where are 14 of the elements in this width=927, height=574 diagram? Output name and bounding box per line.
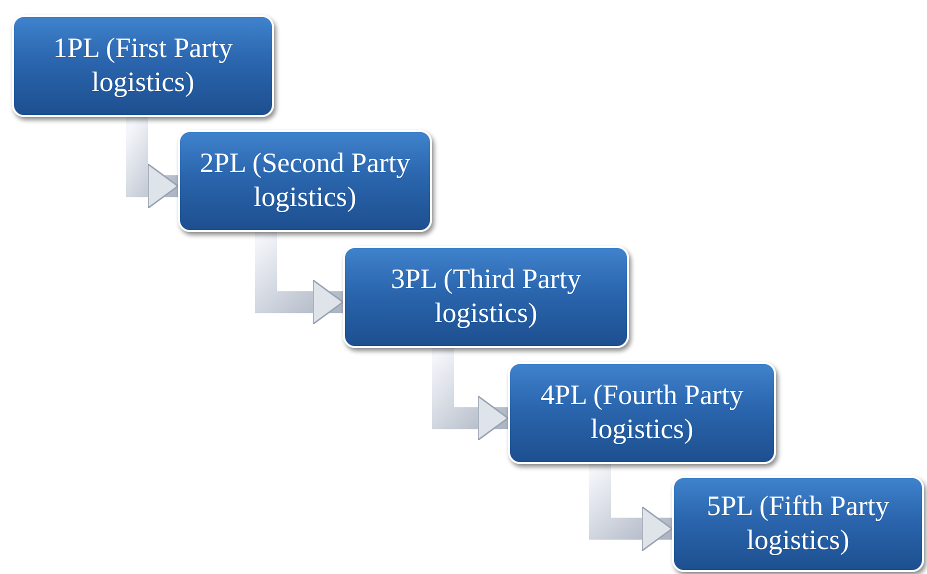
- box-label: 5PL (Fifth Party logistics): [706, 490, 890, 558]
- process-box: [12, 15, 274, 117]
- box-label: 2PL (Second Party logistics): [198, 147, 412, 215]
- process-box: [672, 476, 924, 572]
- elbow-arrow: [255, 232, 344, 325]
- process-box: [508, 362, 776, 464]
- box-label: 3PL (Third Party logistics): [390, 263, 582, 331]
- box-label: 4PL (Fourth Party logistics): [540, 379, 744, 447]
- elbow-arrow: [126, 117, 179, 209]
- process-box: [178, 130, 432, 232]
- process-box: [343, 246, 629, 348]
- elbow-arrow: [432, 348, 509, 441]
- elbow-arrow: [589, 464, 673, 552]
- box-label: 1PL (First Party logistics): [52, 32, 234, 100]
